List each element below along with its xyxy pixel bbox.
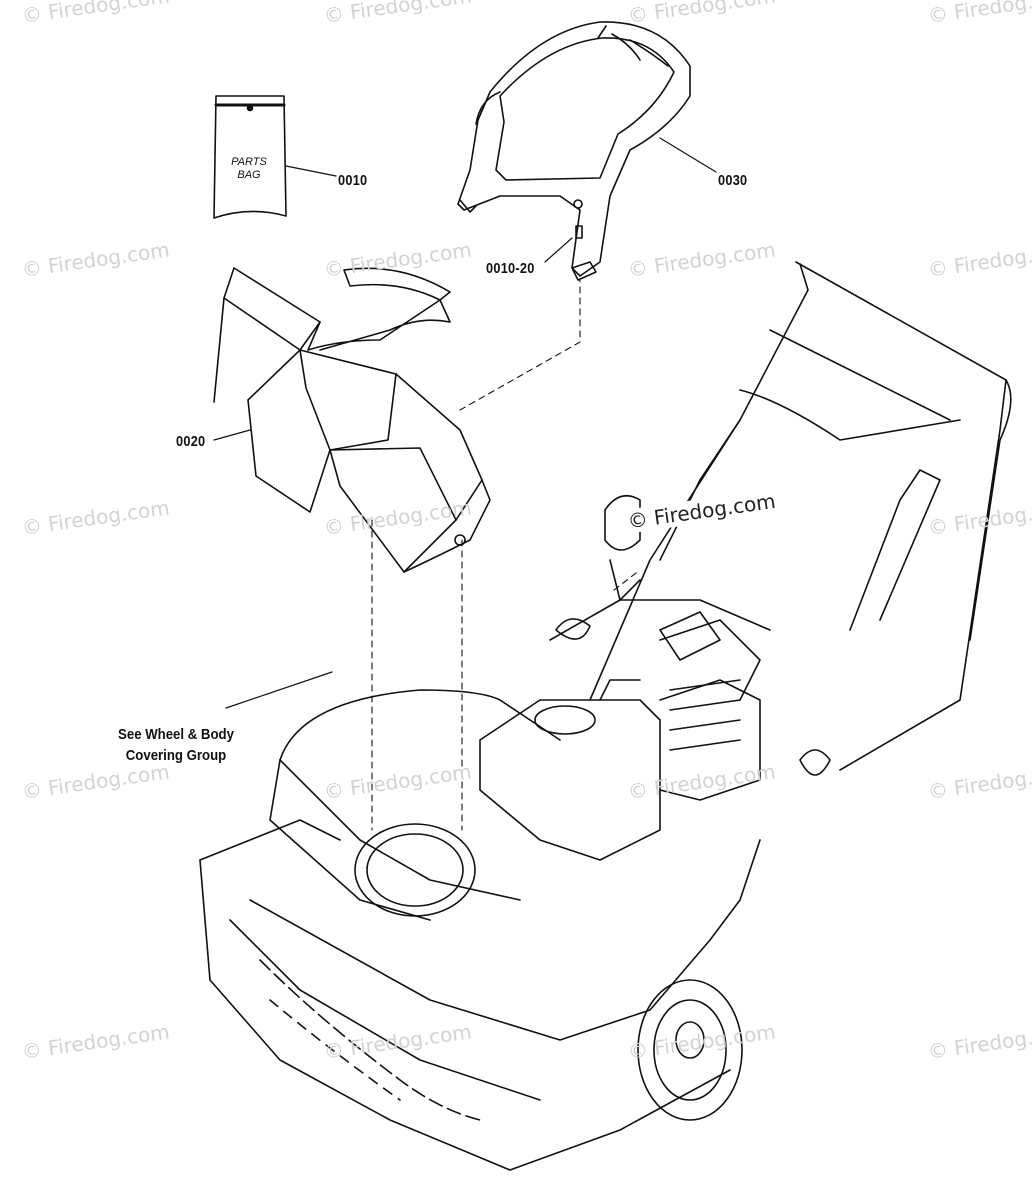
- callout-0010: 0010: [338, 172, 368, 189]
- assembly-lines: [371, 279, 641, 831]
- leader-see-note: [225, 671, 333, 709]
- handle-deflector-illustration: [457, 21, 691, 281]
- see-group-note: See Wheel & Body Covering Group: [118, 726, 234, 764]
- leader-0020: [213, 429, 251, 441]
- leader-0010-20: [544, 237, 573, 263]
- snow-thrower-illustration: [199, 261, 1012, 1171]
- callout-0030: 0030: [718, 172, 748, 189]
- parts-bag-label: PARTS BAG: [231, 156, 267, 181]
- callout-0020: 0020: [176, 433, 206, 450]
- leader-lines: [213, 137, 717, 709]
- discharge-chute-illustration: [213, 267, 491, 573]
- parts-bag-illustration: [213, 95, 287, 219]
- callout-0010-20: 0010-20: [486, 260, 535, 277]
- leader-0030: [659, 137, 717, 173]
- leader-0010: [285, 165, 337, 177]
